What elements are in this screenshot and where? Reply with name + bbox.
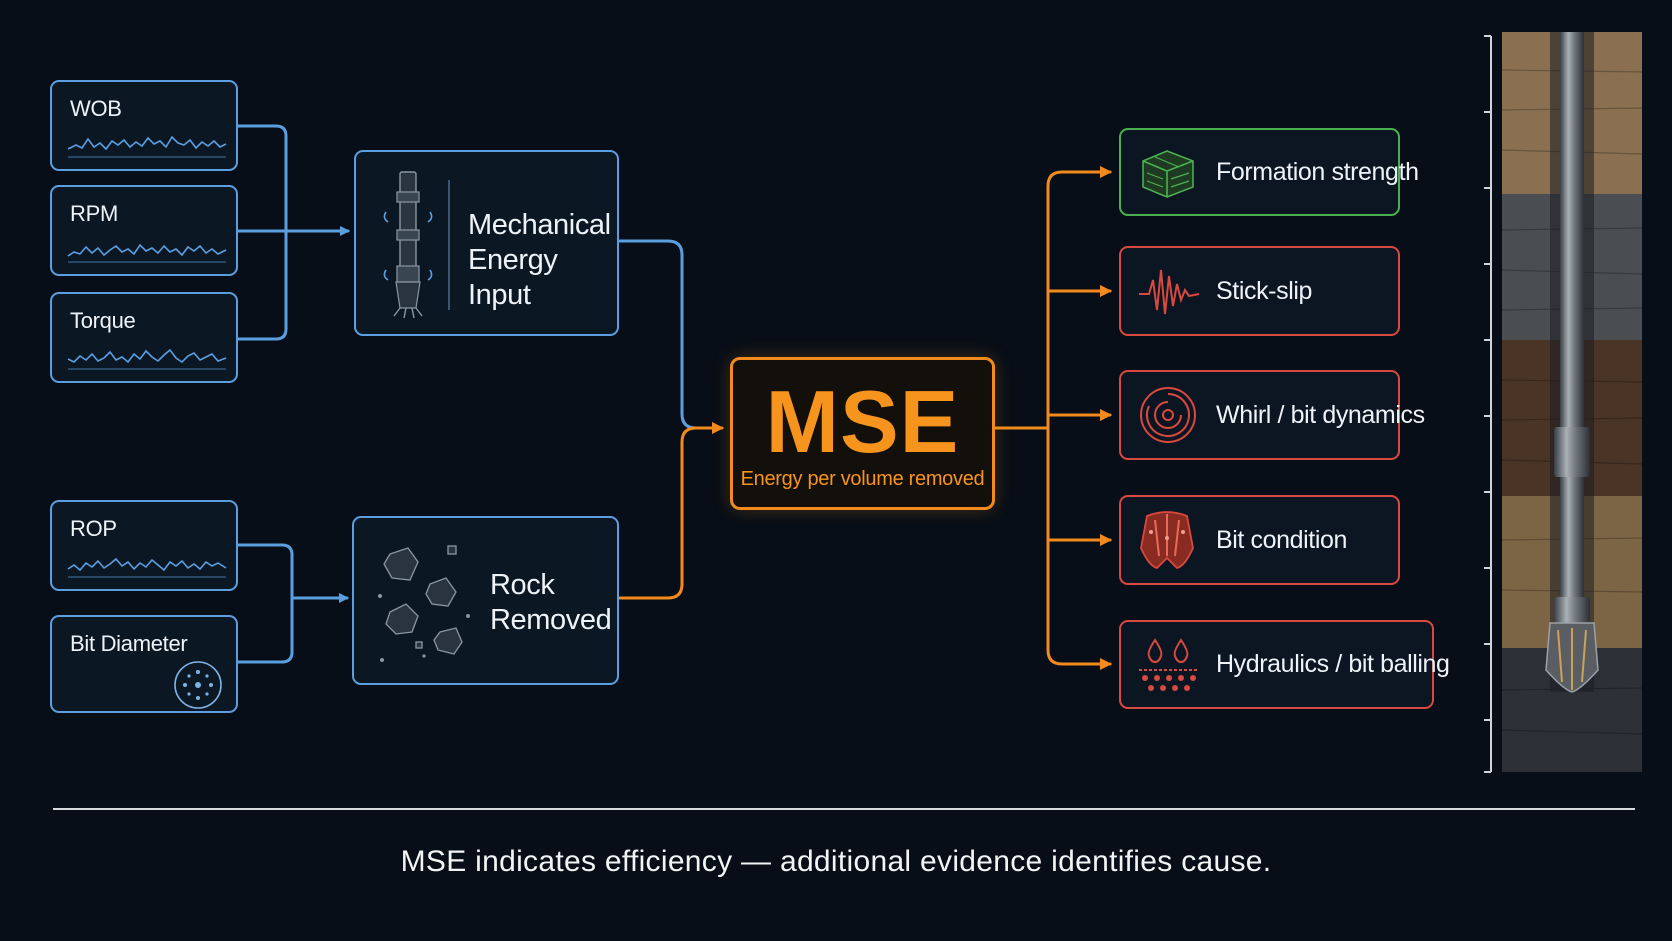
caption-text: MSE indicates efficiency — additional ev… [400,845,1272,878]
wob-trend-icon [67,135,227,158]
rock-removed-line2: Removed [490,604,612,636]
rop-trend-icon [67,557,227,578]
rock-removed-line1: Rock [490,569,555,601]
cause-whirl: Whirl / bit dynamics [1119,370,1425,460]
mse-box: MSE Energy per volume removed [730,357,995,510]
input-wob: WOB [50,80,238,171]
drill-bit-icon [1140,511,1194,569]
input-torque: Torque [50,292,238,383]
input-bit-diameter: Bit Diameter [50,615,238,713]
cause-stick-slip-label: Stick-slip [1216,276,1313,305]
whirl-icon [1140,387,1196,443]
input-wob-label: WOB [70,96,122,121]
mse-subtitle: Energy per volume removed [740,468,985,490]
rock-block-icon [1142,150,1194,198]
energy-input-line1: Mechanical [468,209,611,241]
input-bit-diameter-label: Bit Diameter [70,631,188,656]
cause-formation-strength-label: Formation strength [1216,157,1419,186]
caption-divider [53,808,1635,810]
cause-formation-strength: Formation strength [1119,128,1419,216]
input-rpm-label: RPM [70,201,118,226]
input-rpm: RPM [50,185,238,276]
zigzag-signal-icon [1139,269,1200,315]
cause-hydraulics: Hydraulics / bit balling [1119,620,1450,709]
energy-input-line2: Energy Input [468,244,558,311]
arrow-formation-strength [1046,166,1112,188]
fluid-drops-icon [1139,637,1199,691]
torque-trend-icon [67,348,227,370]
rpm-trend-icon [67,243,227,263]
wellbore-cross-section [1484,32,1643,773]
cause-bit-condition: Bit condition [1119,495,1400,585]
energy-input-label: Mechanical Energy Input [468,208,617,313]
cause-bit-condition-label: Bit condition [1216,525,1347,554]
energy-to-mse-line [618,239,702,430]
arrow-hydraulics [1046,184,1112,670]
input-rop: ROP [50,500,238,591]
cause-whirl-label: Whirl / bit dynamics [1216,400,1425,429]
bit-face-icon [174,661,222,709]
cause-stick-slip: Stick-slip [1119,246,1400,336]
rop-bit-connector [236,543,294,664]
rock-to-mse-arrow [618,422,724,600]
input-torque-label: Torque [70,308,136,333]
energy-divider [448,180,450,310]
input-rop-label: ROP [70,516,117,541]
rock-fragments-icon [378,545,470,662]
mse-title: MSE [765,372,960,471]
energy-input-box: Mechanical Energy Input [354,150,619,336]
drill-string-icon [383,171,433,319]
cause-hydraulics-label: Hydraulics / bit balling [1216,650,1450,678]
rock-removed-box: Rock Removed [352,516,619,685]
rock-removed-label: Rock Removed [490,568,612,638]
